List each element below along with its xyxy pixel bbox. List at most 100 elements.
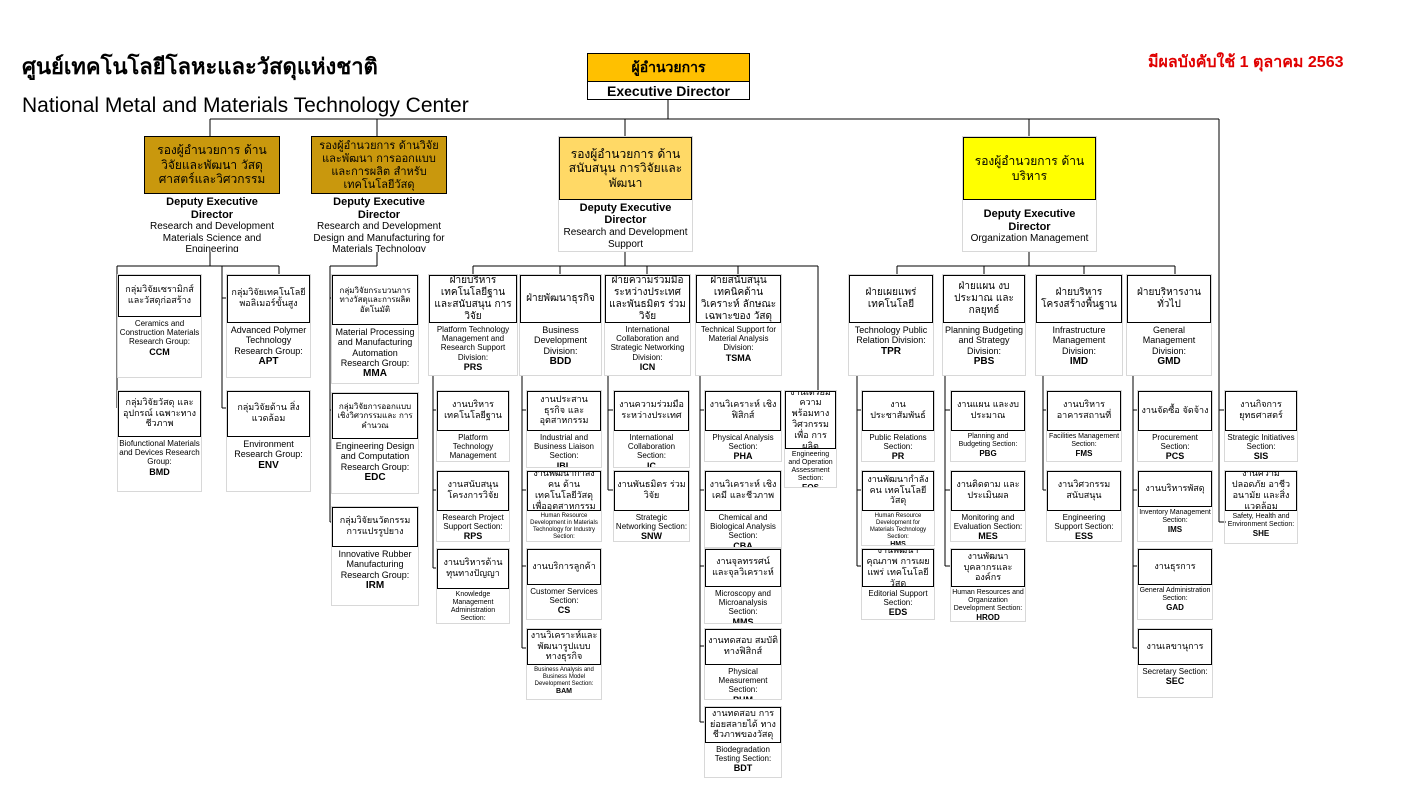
unit-pbg-code: PBG <box>979 449 997 459</box>
unit-ess-name: Engineering Support Section: <box>1054 513 1114 532</box>
unit-pha-name: Physical Analysis Section: <box>712 433 774 452</box>
unit-mma-name: Material Processing and Manufacturing Au… <box>335 327 415 369</box>
deputy-d2-thai: รองผู้อำนวยการ ด้านวิจัยและพัฒนา การออกแ… <box>311 136 447 195</box>
unit-she-thai: งานความปลอดภัย อาชีวอนามัย และสิ่งแวดล้อ… <box>1225 471 1297 511</box>
effective-date: มีผลบังคับใช้ 1 ตุลาคม 2563 <box>1148 54 1344 71</box>
unit-eos-english: Engineering and Operation Assessment Sec… <box>785 449 836 487</box>
unit-rps-thai: งานสนับสนุน โครงการวิจัย <box>437 471 509 511</box>
unit-icn-name: International Collaboration and Strategi… <box>610 325 685 362</box>
unit-irm-english: Innovative Rubber Manufacturing Research… <box>332 547 418 605</box>
unit-imd-code: IMD <box>1069 356 1089 368</box>
unit-she-english: Safety, Health and Environment Section:S… <box>1225 511 1297 543</box>
executive-director-thai: ผู้อำนวยการ <box>588 54 749 82</box>
unit-cs-english: Customer Services Section:CS <box>527 585 601 619</box>
unit-eos-name: Engineering and Operation Assessment Sec… <box>788 451 833 483</box>
unit-eos-thai: งานเตรียมความ พร้อมทาง วิศวกรรมเพื่อ การ… <box>785 391 836 449</box>
org-title-english: National Metal and Materials Technology … <box>22 94 469 117</box>
unit-cba-english: Chemical and Biological Analysis Section… <box>705 511 781 547</box>
unit-mes-english: Monitoring and Evaluation Section:MES <box>951 511 1025 541</box>
unit-prs-english: Platform Technology Management and Resea… <box>429 323 517 375</box>
unit-ibl-thai: งานประสานธุรกิจ และอุตสาหกรรม <box>527 391 601 431</box>
unit-pbs-english: Planning Budgeting and Strategy Division… <box>943 323 1025 375</box>
unit-edc-thai: กลุ่มวิจัยการออกแบบ เชิงวิศวกรรมและ การค… <box>332 393 418 439</box>
unit-edc-code: EDC <box>364 472 386 484</box>
unit-hms-name: Human Resource Development for Materials… <box>869 513 927 540</box>
unit-hrod-thai: งานพัฒนา บุคลากรและ องค์กร <box>951 549 1025 587</box>
unit-pbg-name: Planning and Budgeting Section: <box>958 433 1018 449</box>
unit-tsma-name: Technical Support for Material Analysis … <box>700 325 777 353</box>
unit-irm-thai: กลุ่มวิจัยนวัตกรรม การแปรรูปยาง <box>332 507 418 547</box>
unit-snw-thai: งานพันธมิตร ร่วมวิจัย <box>614 471 689 511</box>
unit-pbg-english: Planning and Budgeting Section:PBG <box>951 431 1025 461</box>
unit-mma-code: MMA <box>363 368 387 380</box>
unit-bam-code: BAM <box>556 687 572 695</box>
unit-mms-code: MMS <box>732 616 754 623</box>
unit-ims-thai: งานบริหารพัสดุ <box>1138 471 1212 507</box>
unit-kma-english: Knowledge Management Administration Sect… <box>437 589 509 623</box>
unit-mma-box: กลุ่มวิจัยกระบวนการ ทางวัสดุและการผลิต อ… <box>331 274 419 384</box>
unit-sec-code: SEC <box>1165 676 1185 687</box>
unit-icn-english: International Collaboration and Strategi… <box>605 323 690 375</box>
unit-ibl-name: Industrial and Business Liaison Section: <box>533 433 595 461</box>
unit-tpr-english: Technology Public Relation Division:TPR <box>849 323 933 375</box>
unit-hms-code: HMS <box>890 540 906 545</box>
unit-mes-thai: งานติดตาม และประเมินผล <box>951 471 1025 511</box>
unit-rps-english: Research Project Support Section:RPS <box>437 511 509 541</box>
unit-prs-thai: ฝ่ายบริหาร เทคโนโลยีฐาน และสนับสนุน การว… <box>429 275 517 323</box>
unit-bmd-code: BMD <box>149 466 170 477</box>
unit-fms-name: Facilities Management Section: <box>1048 433 1120 449</box>
unit-prs-box: ฝ่ายบริหาร เทคโนโลยีฐาน และสนับสนุน การว… <box>428 274 518 376</box>
unit-tpr-code: TPR <box>881 345 901 357</box>
deputy-d1-thai: รองผู้อำนวยการ ด้านวิจัยและพัฒนา วัสดุศา… <box>144 136 280 195</box>
unit-bam-thai: งานวิเคราะห์และ พัฒนารูปแบบ ทางธุรกิจ <box>527 629 601 665</box>
unit-pr-name: Public Relations Section: <box>869 433 927 452</box>
deputy-d4-thai: รองผู้อำนวยการ ด้านบริหาร <box>963 137 1096 200</box>
unit-apt-code: APT <box>258 356 279 368</box>
unit-eds-thai: งานพัฒนาคุณภาพ การเผยแพร่ เทคโนโลยีวัสดุ <box>862 549 934 587</box>
unit-fms-box: งานบริหาร อาคารสถานที่ Facilities Managem… <box>1046 390 1122 462</box>
unit-hmi-box: งานพัฒนากำลังคน ด้านเทคโนโลยีวัสดุ เพื่อ… <box>526 470 602 542</box>
unit-she-code: SHE <box>1252 529 1270 539</box>
unit-gad-name: General Administration Section: <box>1139 587 1211 603</box>
unit-sis-english: Strategic Initiatives Section:SIS <box>1225 431 1297 461</box>
unit-eds-code: EDS <box>888 607 908 618</box>
unit-pbs-code: PBS <box>973 356 995 368</box>
deputy-d3-name: Research and Development Support <box>563 227 688 250</box>
unit-eos-code: EOS <box>786 483 835 487</box>
unit-imd-english: Infrastructure Management Division:IMD <box>1036 323 1122 375</box>
unit-tsma-code: TSMA <box>725 352 752 363</box>
unit-phm-code: PHM <box>706 695 780 699</box>
unit-tpr-name: Technology Public Relation Division: <box>854 325 928 346</box>
unit-rps-name: Research Project Support Section: <box>442 513 504 532</box>
unit-ic-name: International Collaboration Section: <box>627 433 676 461</box>
deputy-d2-english: Deputy Executive Director Research and D… <box>311 194 447 252</box>
unit-pbg-thai: งานแผน และงบประมาณ <box>951 391 1025 431</box>
unit-bdd-code: BDD <box>549 356 572 368</box>
unit-pcs-name: Procurement Section: <box>1152 433 1198 452</box>
unit-bdt-code: BDT <box>733 763 753 774</box>
unit-snw-code: SNW <box>641 531 662 541</box>
unit-tpr-thai: ฝ่ายเผยแพร่ เทคโนโลยี <box>849 275 933 323</box>
unit-ims-code: IMS <box>1167 525 1183 535</box>
unit-cs-code: CS <box>557 605 571 616</box>
unit-pr-code: PR <box>891 451 905 461</box>
unit-sec-english: Secretary Section:SEC <box>1138 665 1212 697</box>
unit-cba-code: CBA <box>733 540 753 547</box>
unit-bdt-thai: งานทดสอบ การย่อยสลายได้ ทางชีวภาพของวัสด… <box>705 707 781 743</box>
unit-bam-name: Business Analysis and Business Model Dev… <box>534 667 594 687</box>
unit-pcs-code: PCS <box>1165 451 1185 461</box>
unit-imd-name: Infrastructure Management Division: <box>1052 325 1106 356</box>
unit-imd-thai: ฝ่ายบริหาร โครงสร้างพื้นฐาน <box>1036 275 1122 323</box>
unit-pha-english: Physical Analysis Section:PHA <box>705 431 781 461</box>
unit-pr-thai: งาน ประชาสัมพันธ์ <box>862 391 934 431</box>
unit-fms-thai: งานบริหาร อาคารสถานที่ <box>1047 391 1121 431</box>
